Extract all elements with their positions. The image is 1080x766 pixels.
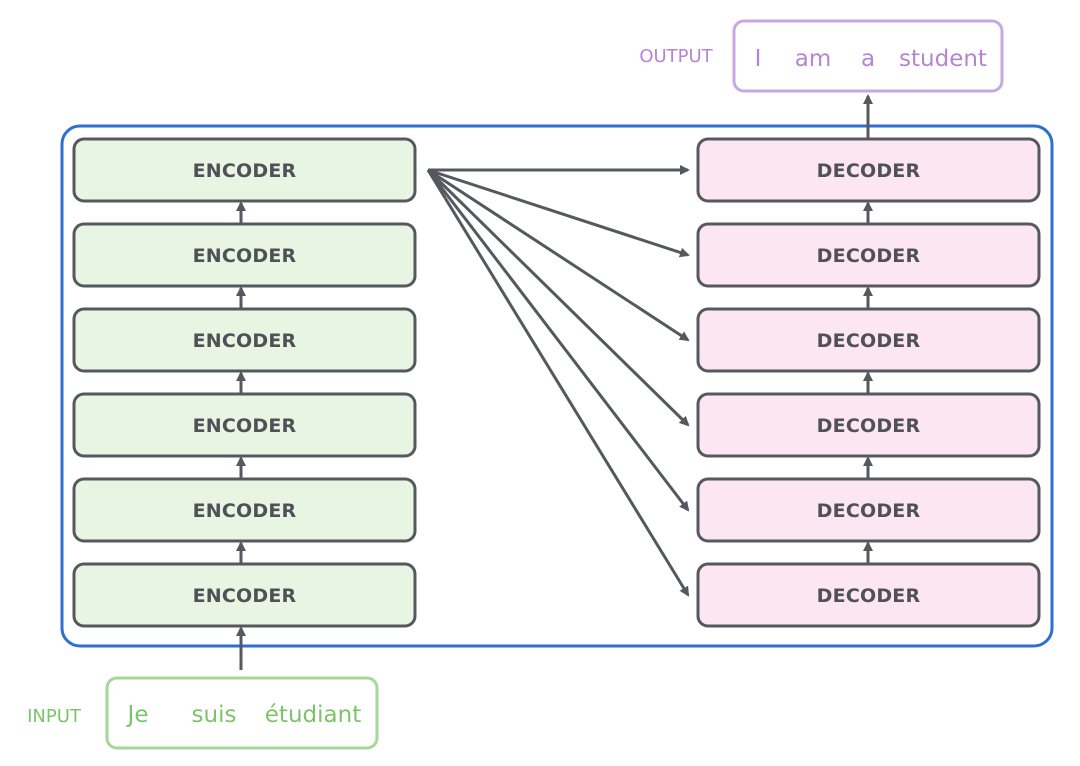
input-word: suis xyxy=(192,702,237,728)
encoder-label: ENCODER xyxy=(193,500,297,522)
encoder-label: ENCODER xyxy=(193,585,297,607)
cross-attention-arrow xyxy=(427,168,690,342)
encoder-stack: ENCODER ENCODER ENCODER ENCODER ENCODER … xyxy=(72,137,417,628)
cross-attention-arrow xyxy=(426,168,690,427)
decoder-label: DECODER xyxy=(817,415,921,437)
output-word: I xyxy=(755,46,762,72)
decoder-label: DECODER xyxy=(817,245,921,267)
decoder-box xyxy=(696,562,1041,628)
stack-container xyxy=(60,124,1054,648)
output-word: a xyxy=(861,46,875,72)
output-word: am xyxy=(795,46,832,72)
encoder-label: ENCODER xyxy=(193,160,297,182)
output-words: I am a student xyxy=(755,46,987,72)
decoder-stack: DECODER DECODER DECODER DECODER DECODER … xyxy=(696,137,1041,628)
input-label: INPUT xyxy=(27,706,82,727)
input-words: Je suis étudiant xyxy=(126,702,362,728)
input-word: étudiant xyxy=(265,702,361,728)
decoder-label: DECODER xyxy=(817,585,921,607)
input-word: Je xyxy=(126,702,149,728)
decoder-label: DECODER xyxy=(817,500,921,522)
decoder-label: DECODER xyxy=(817,160,921,182)
cross-attention-arrow xyxy=(426,169,690,512)
encoder-label: ENCODER xyxy=(193,330,297,352)
output-word: student xyxy=(899,46,987,72)
decoder-label: DECODER xyxy=(817,330,921,352)
encoder-to-decoder-arrows xyxy=(426,165,690,597)
cross-attention-arrow xyxy=(427,168,690,258)
cross-attention-arrow xyxy=(426,169,690,597)
input-box xyxy=(105,676,379,750)
output-label: OUTPUT xyxy=(639,46,713,67)
output-box xyxy=(732,19,1004,93)
encoder-label: ENCODER xyxy=(193,415,297,437)
encoder-label: ENCODER xyxy=(193,245,297,267)
